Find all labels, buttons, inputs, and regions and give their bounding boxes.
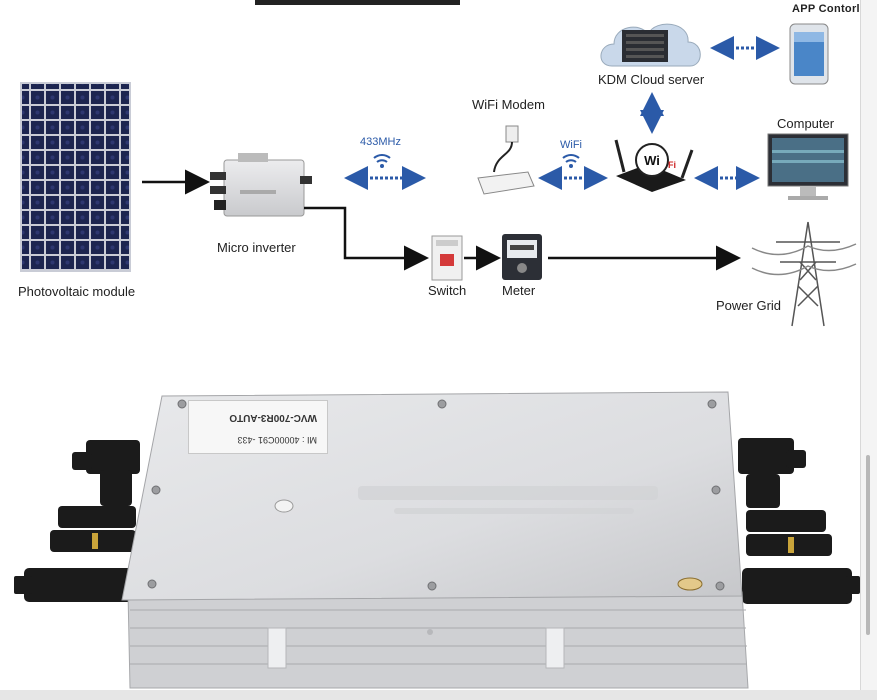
product-label-sticker: MI : 40000C91 -433 WVC-700R3-AUTO bbox=[188, 400, 328, 454]
arrow-inverter-to-switch bbox=[304, 206, 429, 271]
inverter-product-photo bbox=[14, 391, 860, 689]
bottom-edge bbox=[0, 690, 877, 700]
freq-433-label: 433MHz bbox=[360, 136, 401, 148]
sticker-model-text: WVC-700R3-AUTO bbox=[229, 412, 317, 423]
computer-label: Computer bbox=[777, 116, 835, 131]
switch-icon bbox=[431, 235, 463, 281]
computer-icon bbox=[767, 133, 849, 200]
wifi-label: WiFi bbox=[560, 139, 582, 151]
wifi-router-icon: Wi Fi bbox=[614, 139, 694, 192]
cloud-server-label: KDM Cloud server bbox=[598, 72, 705, 87]
scrollbar-track[interactable] bbox=[860, 0, 877, 700]
power-grid-label: Power Grid bbox=[716, 298, 782, 313]
sticker-id-text: MI : 40000C91 -433 bbox=[237, 435, 317, 445]
micro-inverter-label: Micro inverter bbox=[217, 240, 296, 255]
wifi-modem-icon bbox=[477, 125, 535, 195]
photovoltaic-panel-icon bbox=[20, 82, 131, 272]
svg-text:Wi: Wi bbox=[644, 153, 660, 168]
wifi-modem-label: WiFi Modem bbox=[472, 97, 545, 112]
cropped-title-fragment bbox=[255, 0, 460, 5]
wifi-signal-icon-2 bbox=[562, 154, 580, 168]
scrollbar-thumb[interactable] bbox=[866, 455, 870, 635]
micro-inverter-icon bbox=[210, 153, 312, 217]
svg-text:Fi: Fi bbox=[668, 160, 676, 170]
meter-icon bbox=[502, 234, 542, 280]
smartphone-icon bbox=[789, 23, 829, 85]
left-connectors bbox=[14, 440, 140, 602]
photovoltaic-label: Photovoltaic module bbox=[18, 284, 136, 299]
app-control-label: APP Contorl bbox=[792, 3, 860, 15]
right-connectors bbox=[738, 438, 860, 604]
cloud-server-icon bbox=[600, 23, 701, 67]
switch-label: Switch bbox=[428, 283, 467, 298]
wifi-signal-icon bbox=[373, 154, 391, 168]
power-tower-icon bbox=[751, 221, 857, 327]
meter-label: Meter bbox=[502, 283, 536, 298]
